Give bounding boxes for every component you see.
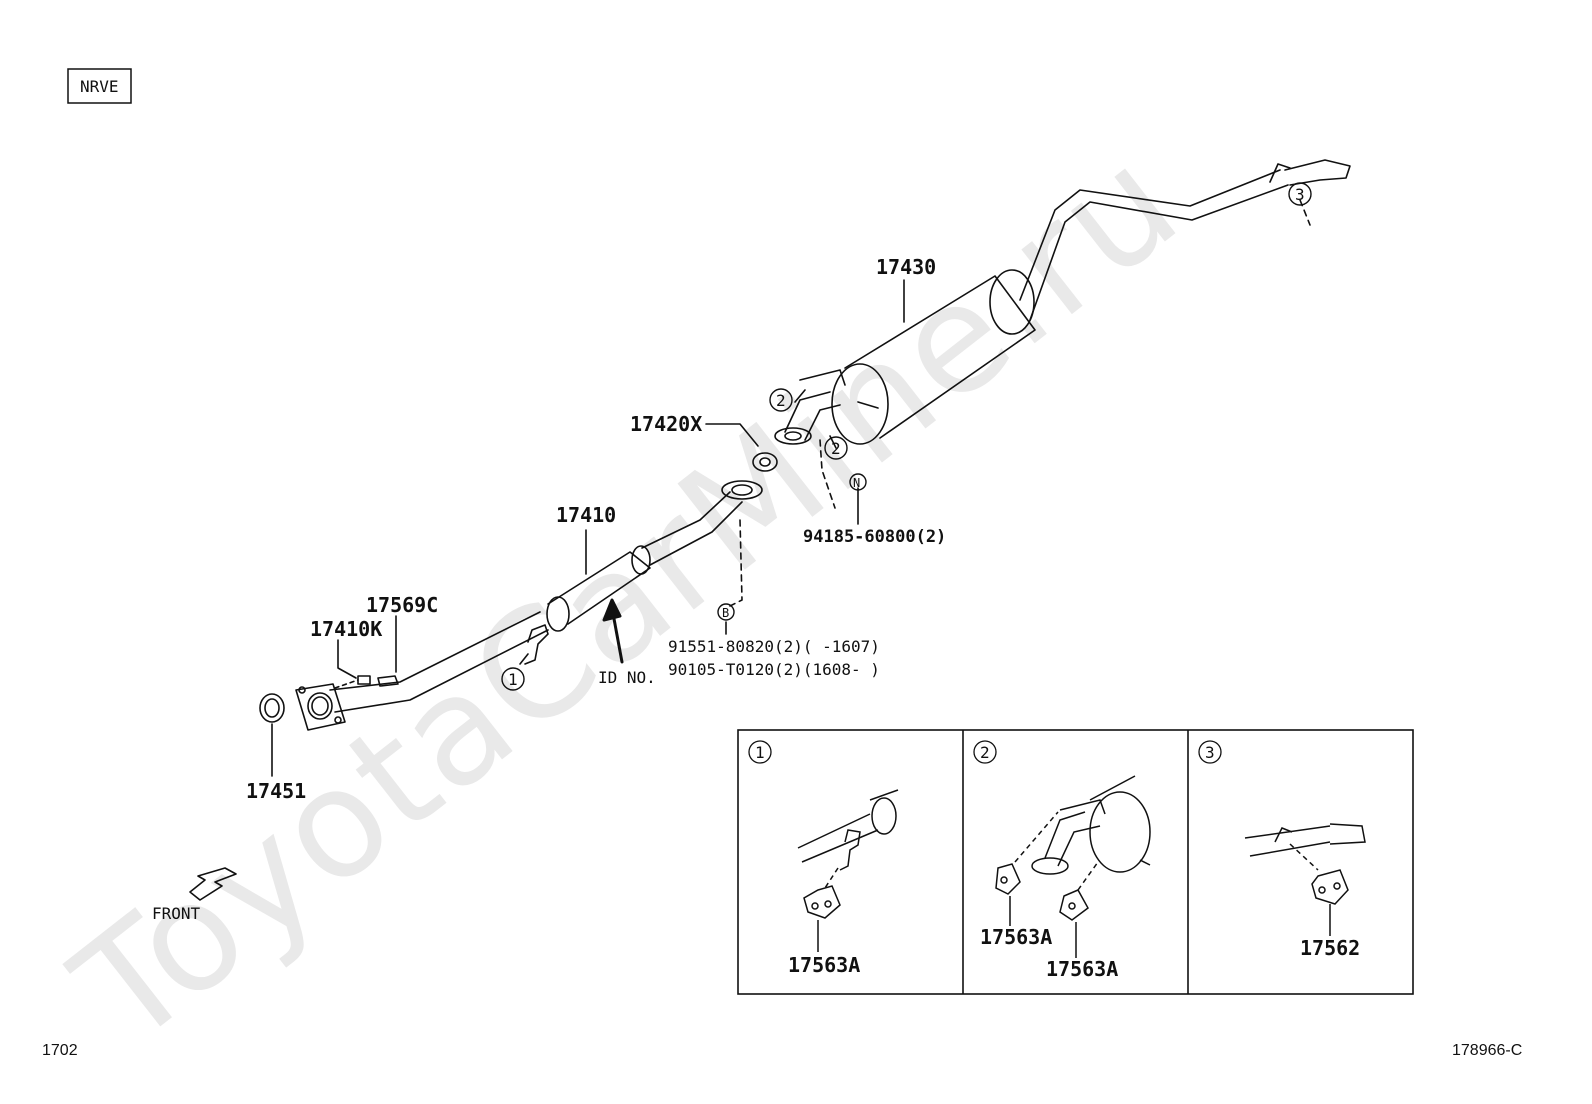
marker-n <box>849 473 867 491</box>
part-17410: 17410 <box>556 503 616 527</box>
marker-circle-3 <box>1288 182 1312 206</box>
marker-1-label: 1 <box>508 670 518 689</box>
front-label: FRONT <box>152 904 201 923</box>
part-17430: 17430 <box>876 255 936 279</box>
marker-3-label: 3 <box>1295 185 1305 204</box>
marker-b <box>717 603 735 621</box>
marker-2b-label: 2 <box>831 439 841 458</box>
detail-2-part-a: 17563A <box>980 925 1052 949</box>
detail-2-part-b: 17563A <box>1046 957 1118 981</box>
detail-3-marker <box>1198 740 1222 764</box>
leader-c2a <box>794 389 806 403</box>
front-flange <box>295 683 346 731</box>
marker-circle-1 <box>501 667 525 691</box>
leader-c1 <box>519 653 529 665</box>
leader-17420x <box>705 423 759 447</box>
detail-2-drawing <box>995 775 1151 958</box>
bolts-17410k-17569c <box>334 675 399 689</box>
leader-17410k <box>337 639 357 679</box>
part-90105: 90105-T0120(2)(1608- ) <box>668 660 880 679</box>
dash-3 <box>1299 199 1311 226</box>
gasket-17420x <box>752 452 778 472</box>
detail-3-part: 17562 <box>1300 936 1360 960</box>
gasket-17451 <box>259 693 285 723</box>
detail-panels <box>737 729 1414 995</box>
model-code-box <box>67 68 132 104</box>
front-pipe-17410 <box>329 480 763 713</box>
part-17410k: 17410K <box>310 617 382 641</box>
dash-b <box>729 519 743 607</box>
marker-circle-2b <box>824 436 848 460</box>
detail-1-drawing <box>797 789 899 952</box>
footer-left-code: 1702 <box>42 1042 78 1059</box>
id-no-label: ID NO. <box>598 668 656 687</box>
model-code: NRVE <box>80 77 119 96</box>
main-muffler-17430 <box>774 159 1351 445</box>
part-94185: 94185-60800(2) <box>803 527 946 547</box>
detail-1-marker <box>748 740 772 764</box>
detail-2-number: 2 <box>980 743 990 762</box>
detail-1-part: 17563A <box>788 953 860 977</box>
part-17451: 17451 <box>246 779 306 803</box>
footer-right-code: 178966-C <box>1452 1042 1522 1059</box>
detail-2-marker <box>973 740 997 764</box>
detail-1-number: 1 <box>755 743 765 762</box>
part-17569c: 17569C <box>366 593 438 617</box>
front-arrow-icon <box>189 867 237 901</box>
detail-3-drawing <box>1244 823 1366 936</box>
marker-n-label: N <box>853 476 860 490</box>
detail-3-number: 3 <box>1205 743 1215 762</box>
part-17420x: 17420X <box>630 412 702 436</box>
marker-2a-label: 2 <box>776 391 786 410</box>
dash-n <box>819 439 836 509</box>
marker-b-label: B <box>722 606 729 620</box>
part-91551: 91551-80820(2)( -1607) <box>668 637 880 656</box>
marker-circle-2a <box>769 388 793 412</box>
id-no-arrow <box>602 598 624 664</box>
